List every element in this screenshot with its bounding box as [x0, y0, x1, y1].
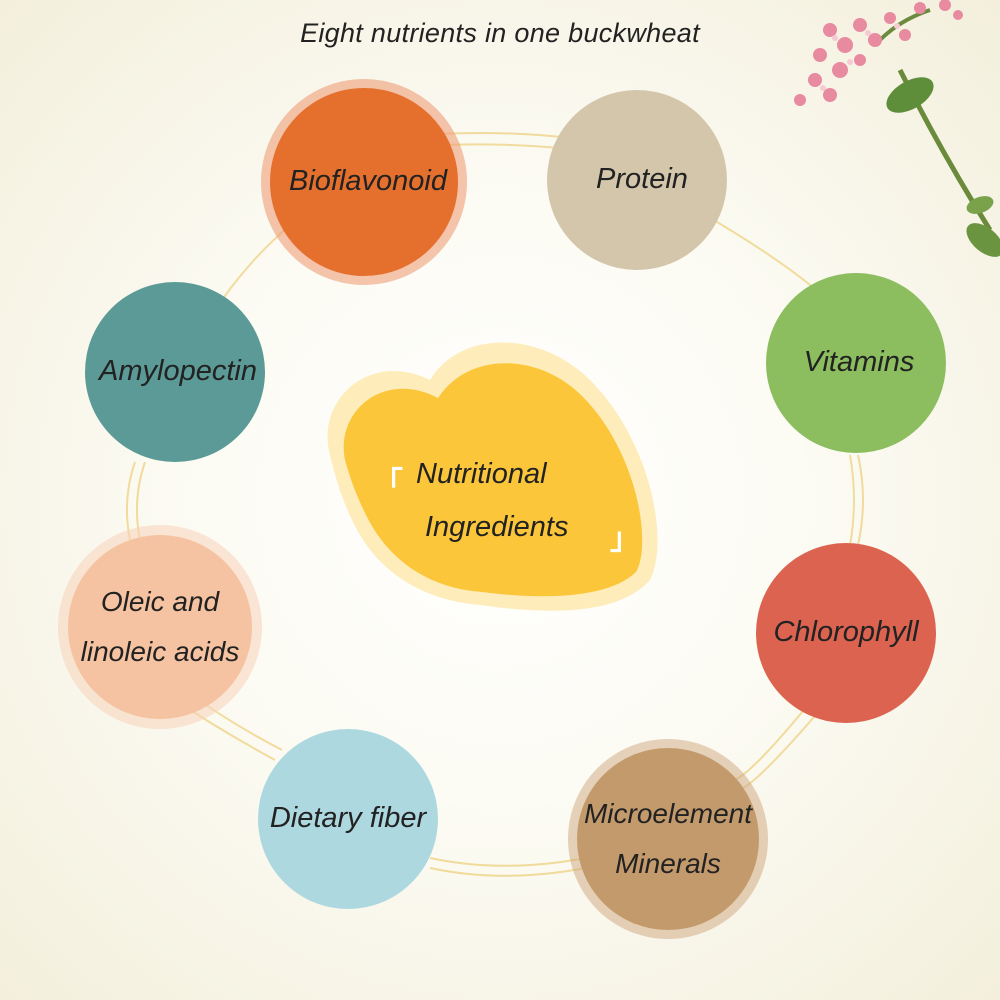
node-label: Chlorophyll — [773, 616, 919, 649]
node-dietary-fiber: Dietary fiber — [258, 729, 438, 909]
node-chlorophyll: Chlorophyll — [756, 543, 936, 723]
close-bracket: 」 — [610, 522, 640, 557]
node-label-line1: Oleic and — [100, 585, 220, 617]
diagram-title: Eight nutrients in one buckwheat — [300, 18, 700, 48]
open-bracket: 「 — [373, 466, 403, 501]
node-label: Amylopectin — [99, 355, 257, 388]
node-label: Bioflavonoid — [289, 165, 447, 198]
node-oleic-linoleic-acids: Oleic and linoleic acids — [68, 535, 252, 719]
flower-decoration — [794, 0, 1000, 257]
node-label-line2: Minerals — [615, 848, 721, 879]
node-protein: Protein — [547, 90, 727, 270]
node-label: Protein — [596, 163, 688, 196]
node-label-line1: Microelement — [583, 797, 753, 829]
node-vitamins: Vitamins — [766, 273, 946, 453]
node-label-line2: linoleic acids — [80, 636, 240, 667]
node-amylopectin: Amylopectin — [85, 282, 265, 462]
central-heart — [327, 342, 658, 611]
node-bioflavonoid: Bioflavonoid — [270, 88, 458, 276]
center-title-line2: Ingredients — [425, 511, 569, 543]
node-microelement-minerals: Microelement Minerals — [577, 748, 759, 930]
center-title-line1: Nutritional — [416, 458, 547, 490]
node-label: Vitamins — [803, 346, 915, 379]
node-label: Dietary fiber — [269, 802, 427, 835]
